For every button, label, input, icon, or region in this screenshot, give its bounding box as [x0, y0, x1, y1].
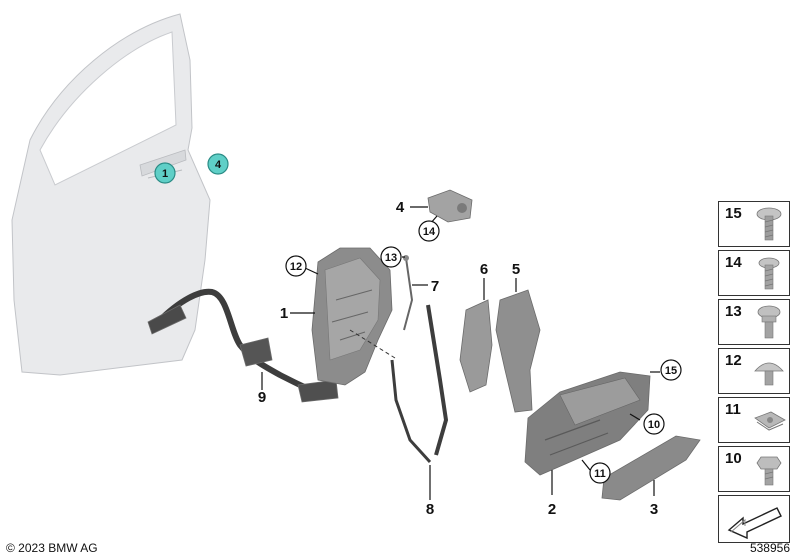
callout-14: 14 — [418, 220, 440, 242]
dome-screw-icon — [754, 362, 784, 386]
callout-2: 2 — [548, 501, 556, 518]
callout-9: 9 — [258, 389, 266, 406]
legend-label-10: 10 — [725, 450, 742, 467]
callout-10: 10 — [643, 413, 665, 435]
callout-15: 15 — [660, 359, 682, 381]
door-panel — [11, 13, 211, 376]
legend-label-13: 13 — [725, 303, 742, 320]
legend-label-11: 11 — [725, 401, 741, 418]
legend-label-12: 12 — [725, 352, 742, 369]
svg-text:14: 14 — [423, 226, 436, 238]
callout-4-highlight[interactable]: 4 — [207, 153, 229, 175]
part-1-lock-body — [311, 247, 393, 386]
legend-item-11[interactable]: 11 — [718, 397, 790, 443]
legend-item-12[interactable]: 12 — [718, 348, 790, 394]
callout-7: 7 — [431, 278, 439, 295]
callout-8: 8 — [426, 501, 434, 518]
svg-text:12: 12 — [290, 261, 302, 273]
legend-arrow-cell — [718, 495, 790, 543]
part-2-handle-carrier — [524, 371, 651, 476]
part-5-carrier — [495, 289, 541, 413]
part-4-bracket — [427, 189, 473, 223]
part-3-cover — [601, 435, 701, 501]
part-7-rod — [403, 255, 414, 331]
callout-4: 4 — [396, 199, 405, 216]
callout-1-highlight[interactable]: 1 — [154, 162, 176, 184]
fastener-legend: 15 14 13 12 11 — [718, 201, 790, 546]
torx-screw-icon — [756, 207, 782, 241]
callout-4-label: 4 — [215, 159, 222, 171]
legend-item-14[interactable]: 14 — [718, 250, 790, 296]
callout-3: 3 — [650, 501, 658, 518]
legend-item-13[interactable]: 13 — [718, 299, 790, 345]
screw-icon — [758, 257, 780, 290]
copyright-text: © 2023 BMW AG — [6, 541, 98, 555]
svg-text:11: 11 — [594, 468, 606, 480]
callout-12: 12 — [285, 255, 307, 277]
leader-lines — [261, 206, 660, 500]
hex-screw-icon — [756, 456, 782, 486]
legend-item-15[interactable]: 15 — [718, 201, 790, 247]
legend-item-10[interactable]: 10 — [718, 446, 790, 492]
callout-1: 1 — [280, 305, 288, 322]
diagram-reference-number: 538956 — [749, 541, 790, 555]
collar-screw-icon — [757, 305, 781, 339]
svg-text:15: 15 — [665, 365, 677, 377]
legend-label-15: 15 — [725, 205, 742, 222]
svg-text:10: 10 — [648, 419, 660, 431]
part-8-bowden-cable — [349, 304, 449, 464]
part-6-cover — [459, 299, 493, 393]
legend-label-14: 14 — [725, 254, 742, 271]
clip-nut-icon — [754, 411, 786, 431]
callout-13: 13 — [380, 246, 402, 268]
part-9-cable — [147, 288, 339, 403]
callout-1-label: 1 — [162, 168, 168, 180]
callout-5: 5 — [512, 261, 520, 278]
callout-11: 11 — [589, 462, 611, 484]
callout-6: 6 — [480, 261, 488, 278]
direction-arrow-icon — [727, 507, 782, 540]
svg-text:13: 13 — [385, 252, 397, 264]
